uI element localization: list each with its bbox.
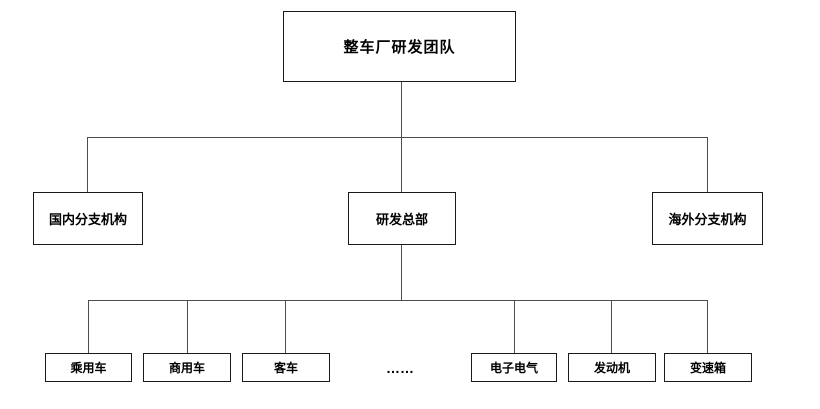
node-passenger-car-label: 乘用车 (70, 361, 107, 375)
node-gearbox: 变速箱 (664, 353, 752, 382)
node-electronics-electrical-label: 电子电气 (489, 361, 538, 375)
node-commercial-vehicle-label: 商用车 (168, 361, 205, 375)
node-engine-label: 发动机 (593, 361, 630, 375)
connector-hq-vertical (401, 245, 402, 300)
ellipsis-more-nodes: …… (365, 353, 435, 382)
connector-level2-drop-commercial-car (187, 300, 188, 353)
node-commercial-vehicle: 商用车 (143, 353, 231, 382)
node-rd-headquarters-label: 研发总部 (375, 212, 428, 227)
connector-level1-left-drop (87, 137, 88, 192)
node-domestic-branches-label: 国内分支机构 (48, 212, 127, 227)
connector-level1-horizontal (87, 137, 708, 138)
node-electronics-electrical: 电子电气 (471, 353, 557, 382)
node-oem-rd-team: 整车厂研发团队 (283, 11, 516, 82)
node-passenger-car: 乘用车 (45, 353, 132, 382)
connector-level2-drop-engine (611, 300, 612, 353)
node-oem-rd-team-label: 整车厂研发团队 (343, 39, 456, 56)
node-bus-label: 客车 (273, 361, 298, 375)
connector-level2-drop-passenger-car (88, 300, 89, 353)
connector-level2-drop-electronics (514, 300, 515, 353)
connector-level2-horizontal (88, 300, 708, 301)
node-domestic-branches: 国内分支机构 (33, 192, 143, 245)
connector-level2-drop-gearbox (707, 300, 708, 353)
node-overseas-branches: 海外分支机构 (652, 192, 763, 245)
node-bus: 客车 (242, 353, 330, 382)
connector-level1-right-drop (707, 137, 708, 192)
node-overseas-branches-label: 海外分支机构 (668, 212, 747, 227)
node-gearbox-label: 变速箱 (689, 361, 726, 375)
node-engine: 发动机 (568, 353, 656, 382)
node-rd-headquarters: 研发总部 (348, 192, 456, 245)
ellipsis-label: …… (386, 359, 414, 376)
connector-level2-drop-bus (285, 300, 286, 353)
